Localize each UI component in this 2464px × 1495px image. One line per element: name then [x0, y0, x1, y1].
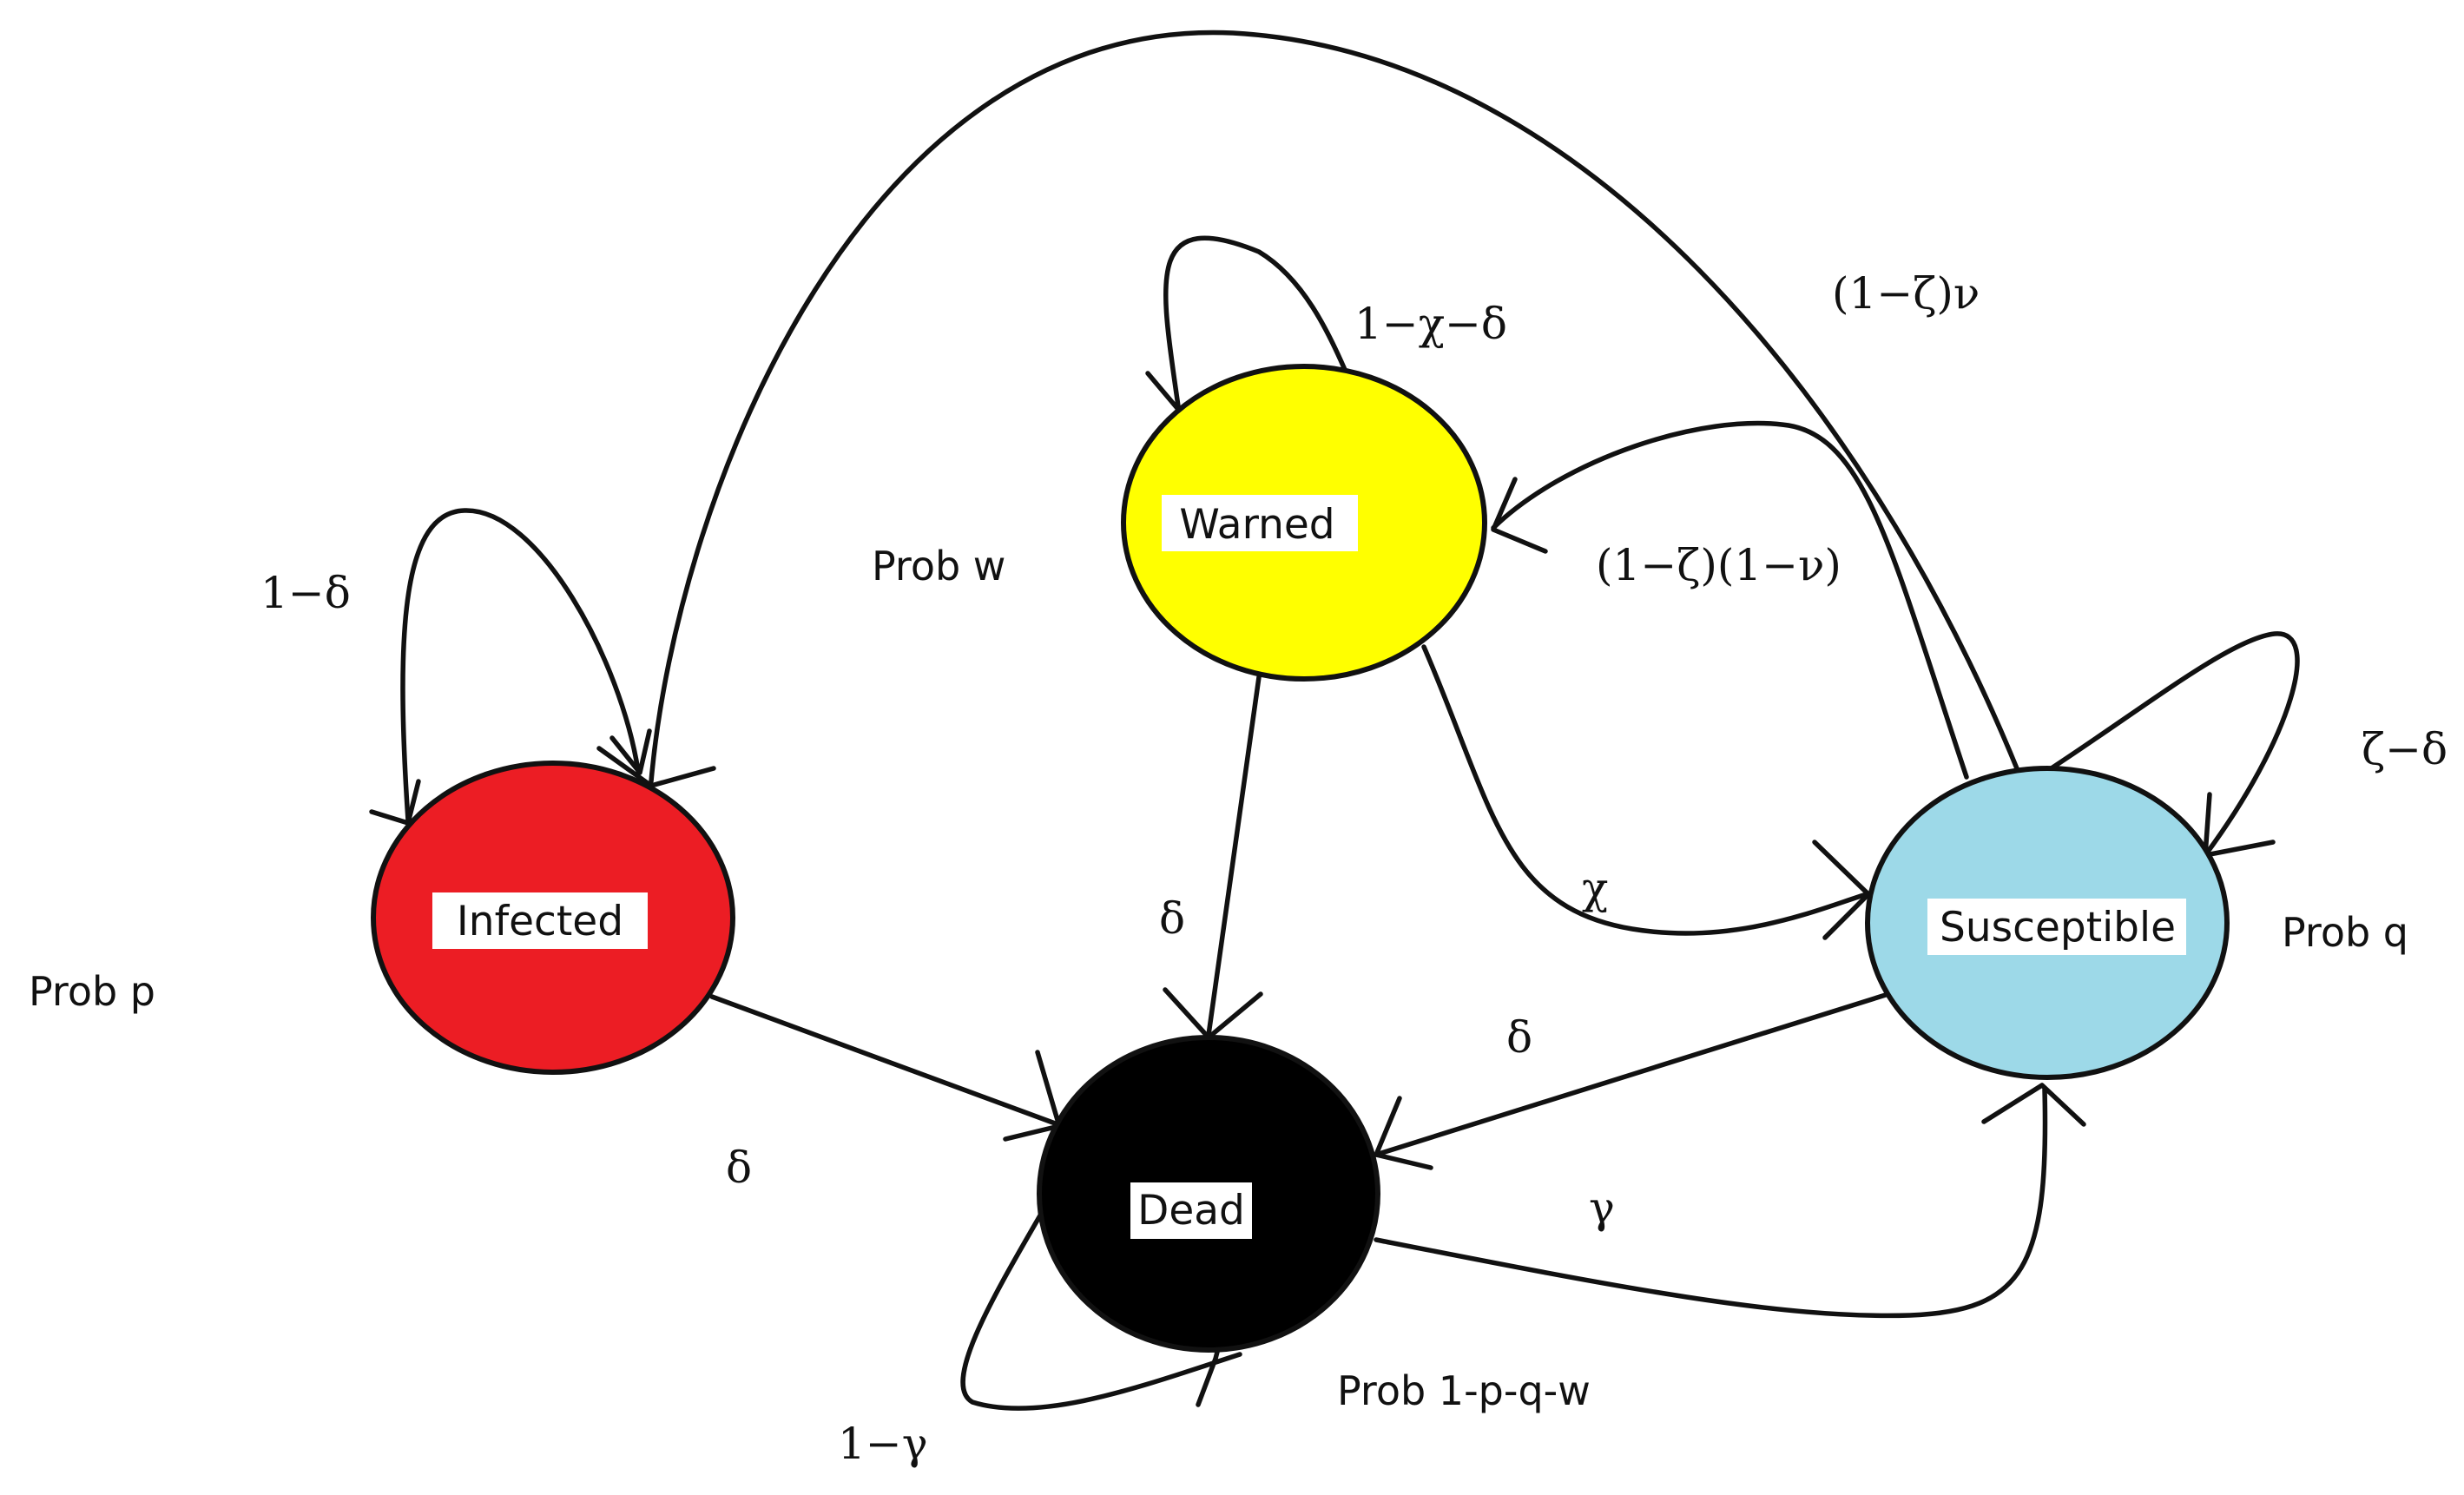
edge-warned-to-dead: [1163, 675, 1263, 1040]
label-dead-to-susceptible: γ: [1589, 1182, 1615, 1233]
edge-infected-to-dead: [709, 994, 1062, 1142]
label-susceptible-self-loop: ζ−δ: [2362, 724, 2448, 774]
edge-susceptible-to-warned: [1491, 420, 1969, 780]
prob-label-warned: Prob w: [872, 543, 1005, 589]
node-dead: Dead: [1037, 1035, 1380, 1353]
label-warned-to-susceptible: χ: [1582, 863, 1608, 913]
label-susceptible-to-dead: δ: [1506, 1012, 1532, 1063]
prob-label-infected: Prob p: [29, 968, 155, 1015]
node-infected: Infected: [371, 761, 735, 1075]
label-warned-to-dead: δ: [1159, 893, 1185, 944]
label-susceptible-to-infected: (1−ζ)ν: [1832, 268, 1980, 319]
edge-dead-to-susceptible: [1374, 1083, 2086, 1319]
prob-label-susceptible: Prob q: [2282, 909, 2408, 956]
node-label-infected: Infected: [457, 898, 623, 945]
prob-label-dead: Prob 1-p-q-w: [1337, 1367, 1591, 1414]
node-label-warned: Warned: [1179, 501, 1334, 549]
label-susceptible-to-warned: (1−ζ)(1−ν): [1596, 540, 1841, 590]
node-label-susceptible: Susceptible: [1940, 904, 2176, 952]
label-infected-to-dead: δ: [726, 1143, 752, 1193]
label-infected-self-loop: 1−δ: [260, 568, 351, 618]
node-warned: Warned: [1121, 364, 1487, 682]
edge-susceptible-to-dead: [1374, 991, 1891, 1170]
edge-warned-to-susceptible: [1421, 644, 1871, 940]
label-warned-self-loop: 1−χ−δ: [1354, 299, 1507, 349]
node-label-dead: Dead: [1137, 1187, 1245, 1235]
label-dead-self-loop: 1−γ: [838, 1419, 928, 1469]
node-susceptible: Susceptible: [1865, 766, 2230, 1080]
